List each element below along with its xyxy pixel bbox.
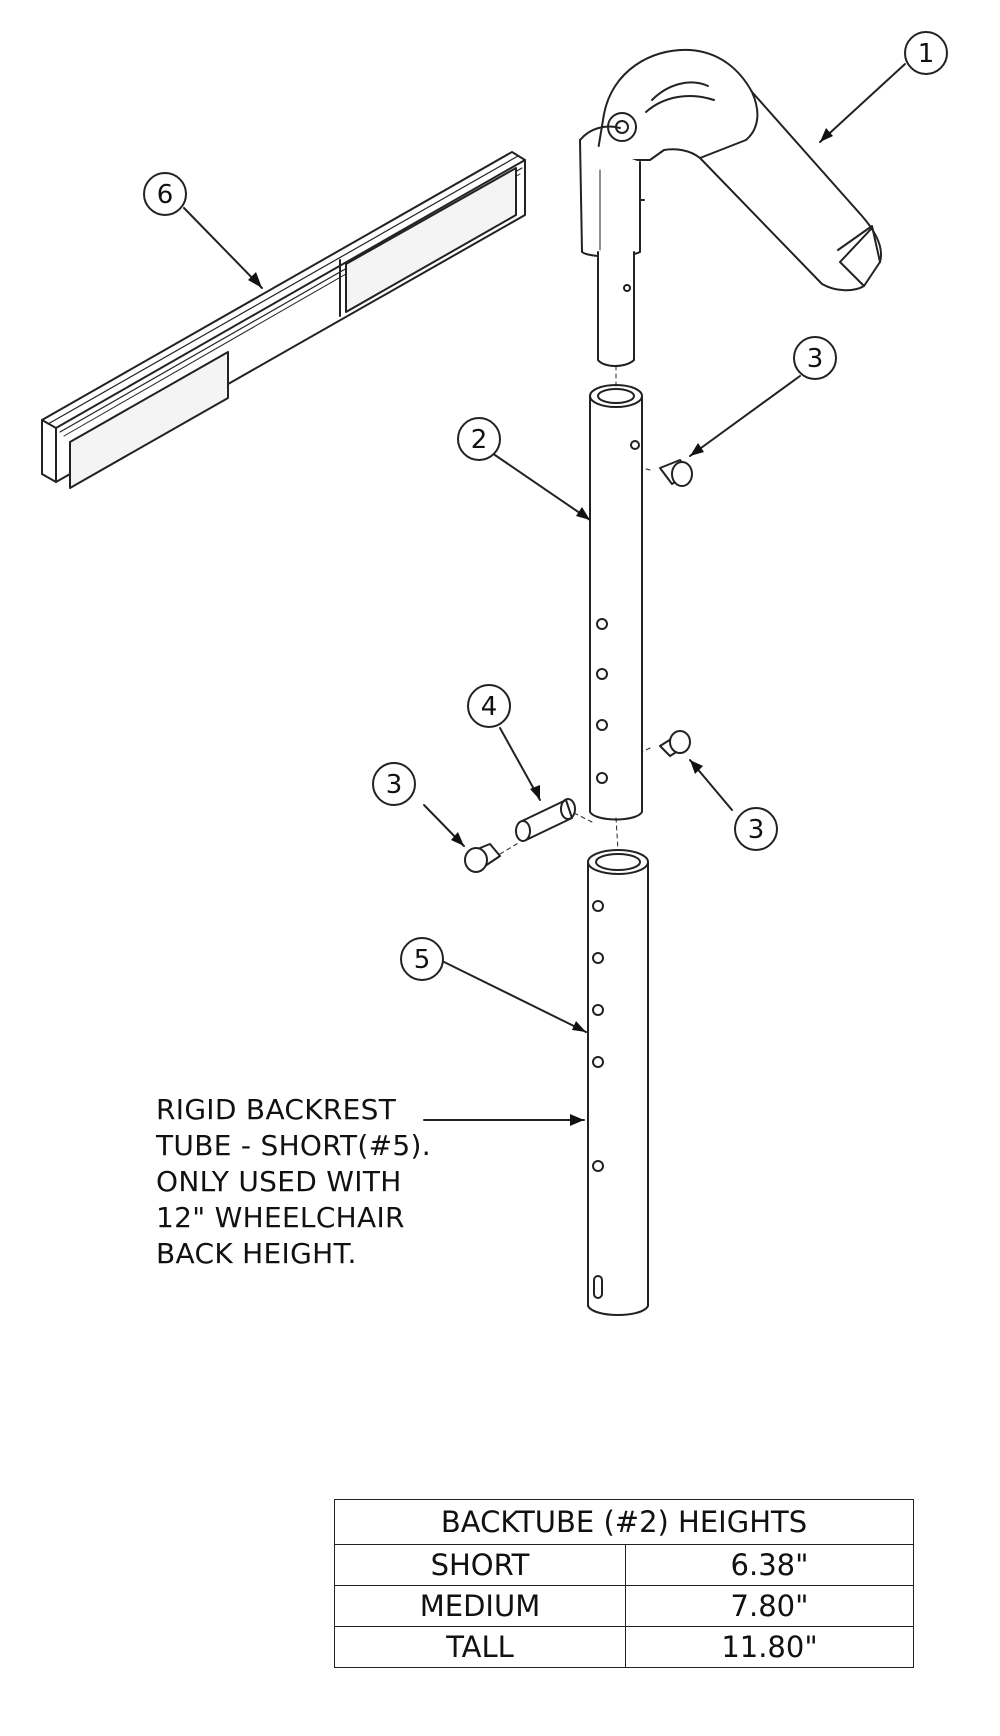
backtube-part-2 [589, 384, 643, 821]
callout-number-3-right: 3 [748, 815, 765, 845]
callout-balloon-3-right [734, 807, 778, 851]
screw-part-3-left [464, 843, 501, 873]
callout-balloon-3-left [372, 762, 416, 806]
table-row: TALL 11.80" [334, 1626, 914, 1668]
note-line: ONLY USED WITH [156, 1165, 402, 1198]
backtube-heights-table: BACKTUBE (#2) HEIGHTS SHORT 6.38" MEDIUM… [334, 1499, 914, 1668]
callout-number-6: 6 [157, 180, 174, 210]
leader-lines [183, 63, 906, 1121]
callout-number-3-upper: 3 [807, 344, 824, 374]
height-cell: 6.38" [625, 1544, 914, 1586]
table-row: MEDIUM 7.80" [334, 1585, 914, 1627]
note-line: 12" WHEELCHAIR [156, 1201, 405, 1234]
callout-number-1: 1 [918, 39, 935, 69]
callout-number-3-left: 3 [386, 770, 403, 800]
table-row: SHORT 6.38" [334, 1544, 914, 1586]
callout-balloon-4 [467, 684, 511, 728]
size-cell: MEDIUM [334, 1585, 626, 1627]
callout-balloon-6 [143, 172, 187, 216]
size-cell: SHORT [334, 1544, 626, 1586]
backrest-tube-short-part-5 [587, 849, 649, 1316]
backrest-strap-part-6 [41, 151, 526, 489]
height-cell: 7.80" [625, 1585, 914, 1627]
callout-balloon-1 [904, 31, 948, 75]
size-cell: TALL [334, 1626, 626, 1668]
note-line: RIGID BACKREST [156, 1093, 397, 1126]
callout-number-5: 5 [414, 945, 431, 975]
callout-number-2: 2 [471, 425, 488, 455]
screw-part-3-upper [659, 459, 693, 487]
screw-part-3-right [659, 730, 691, 757]
height-cell: 11.80" [625, 1626, 914, 1668]
callout-balloon-2 [457, 417, 501, 461]
callout-number-4: 4 [481, 692, 498, 722]
note-line: TUBE - SHORT(#5). [156, 1129, 431, 1162]
rigid-backrest-note: RIGID BACKREST TUBE - SHORT(#5). ONLY US… [156, 1092, 431, 1272]
callout-balloon-5 [400, 937, 444, 981]
callout-balloon-3-upper [793, 336, 837, 380]
push-handle-grip-part-1 [579, 48, 882, 367]
table-title: BACKTUBE (#2) HEIGHTS [334, 1499, 914, 1545]
table-header-row: BACKTUBE (#2) HEIGHTS [334, 1499, 914, 1545]
arrowheads [248, 128, 833, 1126]
note-line: BACK HEIGHT. [156, 1237, 357, 1270]
spacer-sleeve-part-4 [515, 798, 576, 842]
